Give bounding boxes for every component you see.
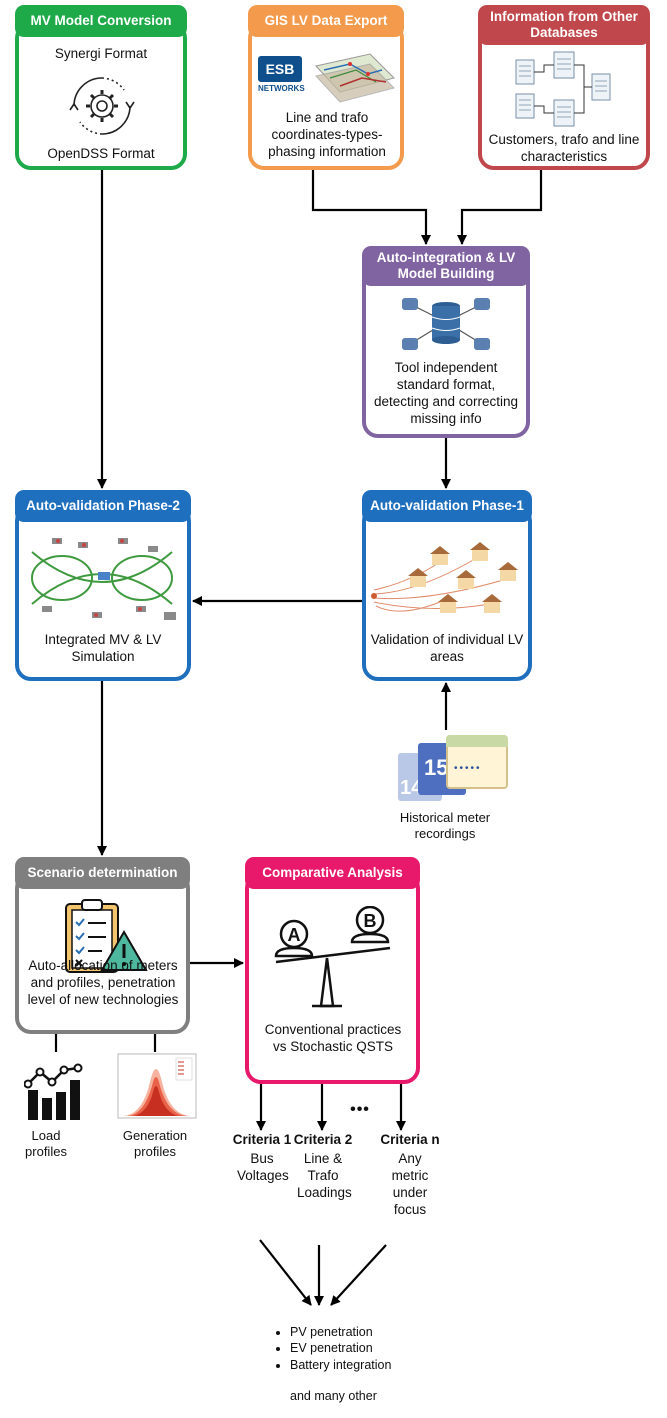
arrow-criterian-to-outcomes [330, 1244, 387, 1306]
criteria-n: Criteria n Any metric under focus [372, 1132, 448, 1218]
calendar-number-15: 15 [424, 755, 449, 780]
phase2-description: Integrated MV & LV Simulation [44, 632, 162, 664]
generation-profiles-chart-icon [117, 1053, 197, 1119]
scenario-title: Scenario determination [15, 857, 190, 889]
gis-description: Line and trafo coordinates-types-phasing… [268, 110, 386, 159]
lv-houses-icon [371, 542, 518, 613]
arrow-criteria1-to-outcomes [259, 1239, 312, 1306]
database-tables-icon [515, 51, 611, 127]
auto-integration-box [362, 262, 530, 438]
criteria-1-title: Criteria 1 [232, 1132, 292, 1147]
info-db-description: Customers, trafo and line characteristic… [488, 132, 640, 164]
auto-integration-description: Tool independent standard format, detect… [373, 360, 519, 426]
criteria-2: Criteria 2 Line & Trafo Loadings [290, 1132, 356, 1202]
generation-profiles-label: Generation profiles [122, 1128, 188, 1160]
comparative-box [245, 872, 420, 1084]
criteria-1: Criteria 1 Bus Voltages [222, 1132, 302, 1185]
gis-box [248, 22, 404, 170]
criteria-1-desc: Bus Voltages [237, 1150, 289, 1183]
mv-opendss-label: OpenDSS Format [47, 146, 155, 161]
arrow-gis-to-autoint [311, 168, 431, 245]
gis-title: GIS LV Data Export [248, 5, 404, 37]
scale-label-b: B [364, 911, 377, 931]
ellipsis-marker: ••• [350, 1101, 370, 1118]
mv-model-title: MV Model Conversion [15, 5, 187, 37]
phase1-description: Validation of individual LV areas [370, 632, 524, 664]
comparative-description: Conventional practices vs Stochastic QST… [264, 1022, 402, 1054]
scenario-description: Auto-allocation of meters and profiles, … [27, 958, 179, 1007]
info-db-title: Information from Other Databases [478, 5, 650, 45]
calendar-number-14: 14 [400, 777, 423, 799]
load-profiles-label: Load profiles [25, 1128, 67, 1160]
esb-logo-icon: ESB NETWORKS [258, 56, 306, 102]
calendar-icon: 14 15 ••••• [398, 735, 510, 805]
mv-synergi-label: Synergi Format [54, 46, 148, 61]
clipboard-warning-icon [65, 899, 148, 973]
info-db-box [478, 22, 650, 170]
gear-cycle-icon [69, 77, 135, 135]
mv-lv-network-icon [31, 538, 176, 620]
phase1-title: Auto-validation Phase-1 [362, 490, 532, 522]
gis-map-icon [315, 53, 395, 103]
outcome-item: EV penetration [290, 1340, 450, 1356]
criteria-n-desc: Any metric under focus [391, 1150, 429, 1217]
database-server-icon [402, 298, 490, 350]
outcomes-list: PV penetration EV penetration Battery in… [272, 1324, 450, 1373]
criteria-2-desc: Line & Trafo Loadings [297, 1150, 352, 1200]
phase2-title: Auto-validation Phase-2 [15, 490, 191, 522]
outcomes-tail: and many other [290, 1389, 377, 1403]
mv-model-box [15, 22, 187, 170]
criteria-2-title: Criteria 2 [293, 1132, 353, 1147]
scale-label-a: A [288, 925, 301, 945]
load-profiles-icon [24, 1063, 83, 1120]
phase2-box [15, 505, 191, 681]
criteria-n-title: Criteria n [380, 1132, 440, 1147]
house-shapes [408, 542, 518, 613]
comparative-title: Comparative Analysis [245, 857, 420, 889]
balance-scale-icon: A B [274, 906, 391, 1008]
arrow-info-to-autoint [457, 168, 543, 245]
historical-label: Historical meter recordings [399, 810, 491, 842]
esb-networks-text: NETWORKS [258, 84, 305, 93]
outcome-item: Battery integration [290, 1357, 450, 1373]
auto-integration-title: Auto-integration & LV Model Building [362, 246, 530, 286]
outcome-item: PV penetration [290, 1324, 450, 1340]
